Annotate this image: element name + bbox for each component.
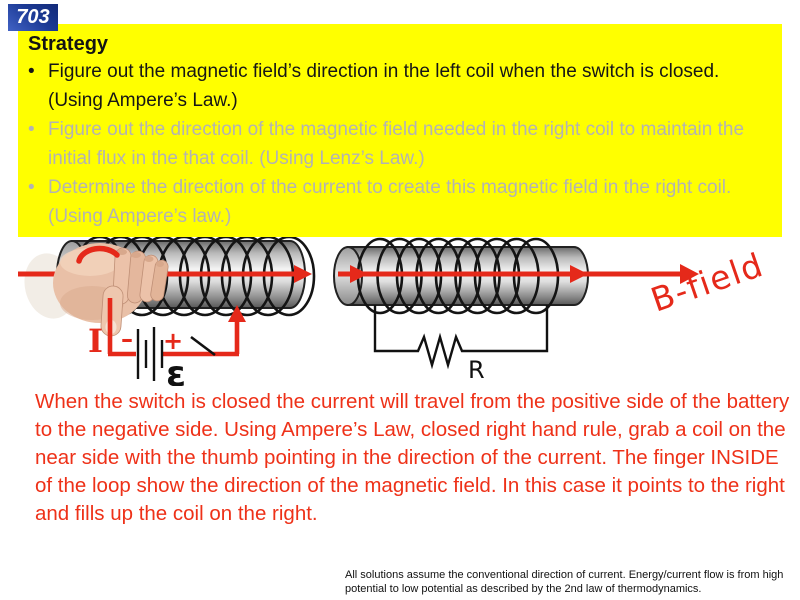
battery-circuit: – + I ε: [88, 298, 246, 386]
strategy-bullet-1: • Figure out the magnetic field’s direct…: [26, 57, 774, 115]
right-hand-image: [53, 243, 169, 337]
b-field-label: B-field: [646, 245, 769, 320]
resistor-circuit: R: [373, 305, 549, 384]
explanation-text: When the switch is closed the current wi…: [35, 390, 790, 525]
circuit-wire: [107, 298, 240, 357]
bullet-marker: •: [28, 61, 35, 82]
bullet-text: Figure out the magnetic field’s directio…: [48, 61, 720, 111]
footnote-text: All solutions assume the conventional di…: [345, 569, 784, 595]
bullet-text: Figure out the direction of the magnetic…: [48, 119, 745, 169]
battery-minus-label: –: [121, 325, 133, 353]
current-label: I: [88, 322, 103, 360]
resistor-label: R: [468, 356, 485, 384]
grip-direction-arc: [76, 245, 120, 264]
strategy-bullet-3: • Determine the direction of the current…: [26, 173, 774, 231]
battery-symbol: [136, 327, 164, 381]
switch: [190, 335, 216, 357]
strategy-bullet-2: • Figure out the direction of the magnet…: [26, 115, 774, 173]
emf-label: ε: [166, 354, 186, 386]
bullet-text: Determine the direction of the current t…: [48, 177, 732, 227]
current-arrow-into-coil: [228, 305, 246, 322]
bullet-marker: •: [28, 177, 35, 198]
page-number-badge: 703: [8, 4, 58, 31]
physics-diagram: – + I ε R B-field: [18, 236, 769, 386]
strategy-title: Strategy: [28, 33, 109, 55]
battery-plus-label: +: [163, 327, 183, 355]
b-field-arrow-right: [338, 264, 699, 284]
bullet-marker: •: [28, 119, 35, 140]
strategy-panel: Strategy • Figure out the magnetic field…: [18, 24, 782, 237]
knuckles: [117, 249, 164, 267]
